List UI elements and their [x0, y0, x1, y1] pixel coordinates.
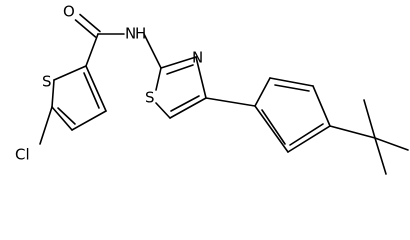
atom-chlorine-label: Cl [15, 146, 30, 164]
bond-carbonyl-double-a [74, 19, 97, 38]
bond-thiophene-c5-c4 [51, 106, 73, 131]
bond-tbutyl-methyl-right [374, 137, 409, 151]
bond-thiazole-to-phenyl [205, 97, 256, 107]
bond-phenyl-2-3 [269, 77, 314, 87]
atom-thiazole-nitrogen-label: N [192, 49, 203, 67]
bond-carbonyl-to-thiophene [85, 33, 99, 67]
bond-tbutyl-methyl-up [363, 99, 376, 139]
bond-thiazole-c4-c5-inner [170, 95, 200, 112]
atom-thiophene-sulfur-label: S [42, 73, 52, 91]
bond-tbutyl-methyl-down [374, 137, 387, 175]
atom-thiazole-sulfur-label: S [145, 89, 155, 107]
bond-thiophene-c2-s1 [53, 65, 87, 81]
atom-label-layer: O N H N S S Cl [15, 3, 203, 164]
bond-phenyl-1-2 [254, 77, 271, 107]
bond-thiazole-n3-c4 [195, 56, 207, 99]
bond-thiophene-s1-c5 [51, 79, 55, 108]
bond-carbonyl-double-b [79, 13, 101, 33]
bond-phenyl-4-5 [287, 125, 331, 153]
bond-phenyl-3-4 [312, 85, 331, 127]
bond-thiazole-c2-n3-inner [166, 64, 194, 75]
bond-thiazole-c2-n3 [160, 56, 197, 69]
bond-phenyl-4-5-inner [289, 123, 324, 146]
bond-phenyl-5-6 [254, 105, 289, 153]
bond-layer [39, 13, 409, 175]
bond-thiazole-c4-c5 [169, 97, 207, 119]
bond-thiazole-c5-s1 [155, 102, 171, 119]
bond-phenyl-2-3-inner [274, 84, 310, 92]
bond-thiophene-to-chlorine [39, 106, 53, 145]
bond-thiophene-c3-c2-inner [83, 72, 100, 109]
atom-amide-nitrogen-label: N [125, 25, 136, 43]
chemical-structure-drawing: O N H N S S Cl [15, 3, 409, 175]
bond-thiophene-c3-c2 [85, 65, 107, 112]
atom-amide-hydrogen-label: H [135, 25, 146, 43]
bond-phenyl-5-6-inner [261, 109, 286, 145]
bond-thiazole-s1-c2 [155, 67, 162, 91]
bond-thiophene-c4-c3 [71, 110, 107, 131]
atom-oxygen-label: O [63, 3, 75, 21]
bond-phenyl-to-tbutyl [329, 125, 376, 139]
bond-nh-to-thiazole [143, 33, 162, 69]
bond-thiophene-c5-c4-inner [57, 107, 76, 125]
